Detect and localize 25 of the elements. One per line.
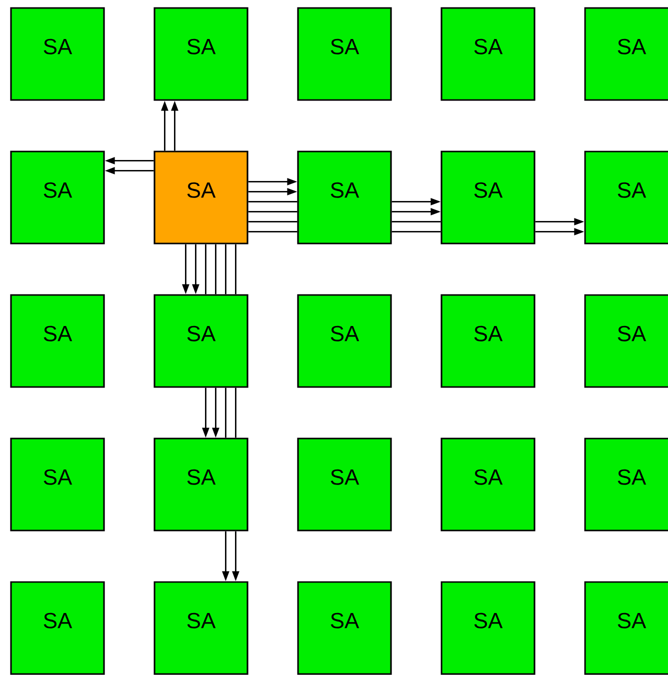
sa-box: SA <box>297 294 392 388</box>
sa-box: SA <box>440 150 536 244</box>
sa-box: SA <box>297 150 392 244</box>
sa-box: SA <box>10 438 105 532</box>
sa-box: SA <box>584 294 668 388</box>
sa-box: SA <box>584 7 668 101</box>
sa-box: SA <box>10 150 105 244</box>
sa-box: SA <box>297 438 392 532</box>
sa-box: SA <box>10 294 105 388</box>
sa-box: SA <box>440 438 536 532</box>
sa-box: SA <box>154 150 248 244</box>
sa-box: SA <box>154 294 248 388</box>
sa-box: SA <box>297 7 392 101</box>
sa-box: SA <box>297 581 392 675</box>
sa-box: SA <box>10 581 105 675</box>
sa-box: SA <box>584 581 668 675</box>
sa-box: SA <box>10 7 105 101</box>
sa-box: SA <box>154 7 248 101</box>
sa-box: SA <box>440 7 536 101</box>
sa-box: SA <box>440 581 536 675</box>
sa-box: SA <box>440 294 536 388</box>
sa-box: SA <box>154 438 248 532</box>
sa-box: SA <box>584 438 668 532</box>
sa-box: SA <box>154 581 248 675</box>
sa-box: SA <box>584 150 668 244</box>
